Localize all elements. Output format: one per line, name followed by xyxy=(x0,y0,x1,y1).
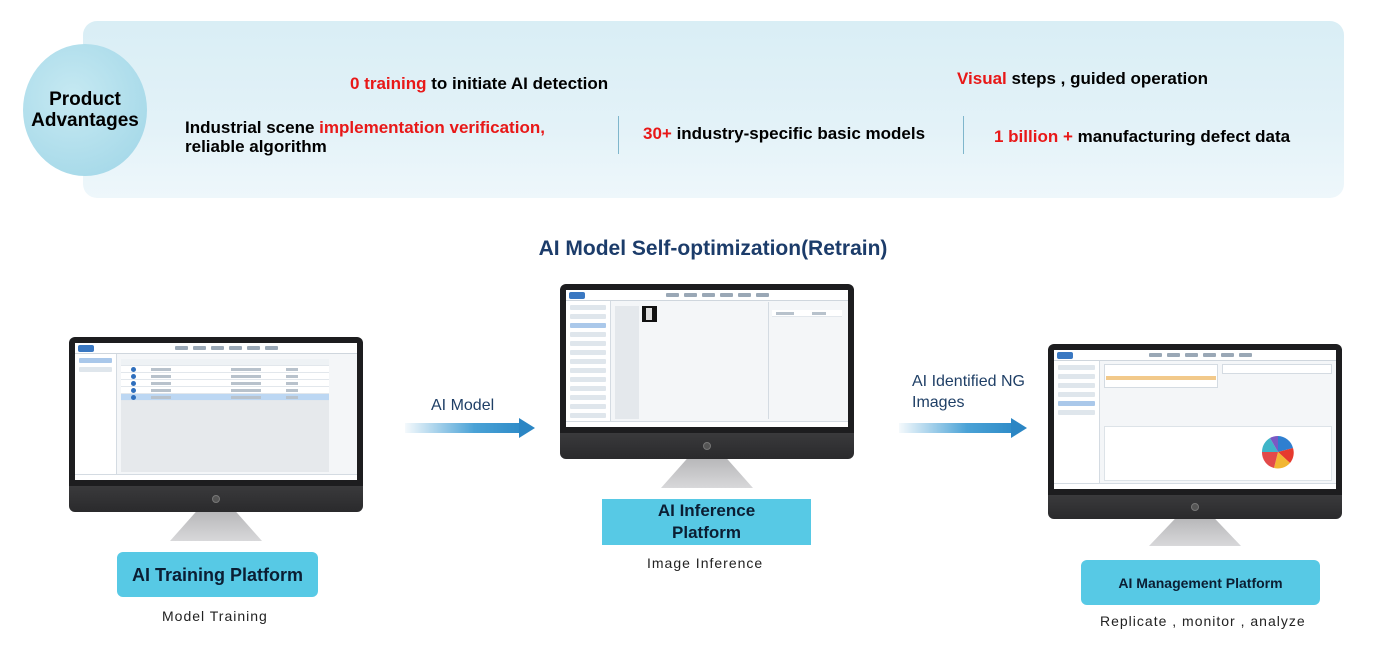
monitor-stand xyxy=(661,459,753,488)
arrow-right-icon xyxy=(899,418,1027,438)
ai-management-platform-label: AI Management Platform xyxy=(1081,560,1320,605)
power-button-icon xyxy=(212,495,220,503)
advantage-highlight: Visual xyxy=(957,69,1007,88)
inference-app-screenshot xyxy=(566,290,848,427)
product-advantages-badge: Product Advantages xyxy=(23,44,147,176)
training-description: Model Training xyxy=(162,608,268,624)
training-monitor-icon xyxy=(69,337,363,541)
advantage-industrial-scene: Industrial scene implementation verifica… xyxy=(185,118,545,156)
arrow-label-ng-images: AI Identified NG Images xyxy=(912,371,1025,413)
advantage-highlight: 30+ xyxy=(643,124,672,143)
advantage-visual-steps: Visual steps , guided operation xyxy=(957,69,1208,88)
advantage-highlight: implementation verification, xyxy=(319,118,545,137)
advantage-text: steps , guided operation xyxy=(1006,69,1208,88)
arrow-label-ai-model: AI Model xyxy=(431,397,495,414)
arrow-label-line-1: AI Identified NG xyxy=(912,373,1025,390)
management-app-screenshot xyxy=(1054,350,1336,489)
advantage-text: industry-specific basic models xyxy=(671,124,926,143)
monitor-stand xyxy=(170,512,262,541)
advantage-zero-training: 0 training to initiate AI detection xyxy=(350,74,608,93)
power-button-icon xyxy=(703,442,711,450)
platform-name-line-1: AI Inference xyxy=(657,501,756,520)
advantage-industry-models: 30+ industry-specific basic models xyxy=(643,124,925,143)
advantage-line-2: reliable algorithm xyxy=(185,137,327,156)
ai-inference-platform-label: AI Inference Platform xyxy=(602,499,811,545)
power-button-icon xyxy=(1191,503,1199,511)
divider xyxy=(963,116,964,154)
advantage-highlight: 1 billion + xyxy=(994,127,1073,146)
monitor-stand xyxy=(1149,519,1241,546)
advantage-highlight: 0 training xyxy=(350,74,427,93)
management-monitor-icon xyxy=(1048,344,1342,546)
inference-monitor-icon xyxy=(560,284,854,488)
monitor-screen-frame xyxy=(69,337,363,486)
arrow-label-line-2: Images xyxy=(912,394,965,411)
management-description: Replicate , monitor , analyze xyxy=(1100,613,1306,629)
advantage-text: to initiate AI detection xyxy=(426,74,609,93)
training-app-screenshot xyxy=(75,343,357,480)
badge-line-2: Advantages xyxy=(31,110,139,131)
advantages-banner xyxy=(83,21,1344,198)
arrow-right-icon xyxy=(405,418,535,438)
pie-chart-icon xyxy=(1261,435,1294,469)
diagram-title: AI Model Self-optimization(Retrain) xyxy=(538,237,888,260)
advantage-text: manufacturing defect data xyxy=(1072,127,1291,146)
divider xyxy=(618,116,619,154)
inference-description: Image Inference xyxy=(647,555,764,571)
ai-training-platform-label: AI Training Platform xyxy=(117,552,318,597)
advantage-defect-data: 1 billion + manufacturing defect data xyxy=(994,127,1290,146)
platform-name-line-2: Platform xyxy=(672,523,741,542)
monitor-screen-frame xyxy=(1048,344,1342,495)
monitor-screen-frame xyxy=(560,284,854,433)
advantage-prefix: Industrial scene xyxy=(185,118,320,137)
badge-line-1: Product xyxy=(49,89,121,110)
